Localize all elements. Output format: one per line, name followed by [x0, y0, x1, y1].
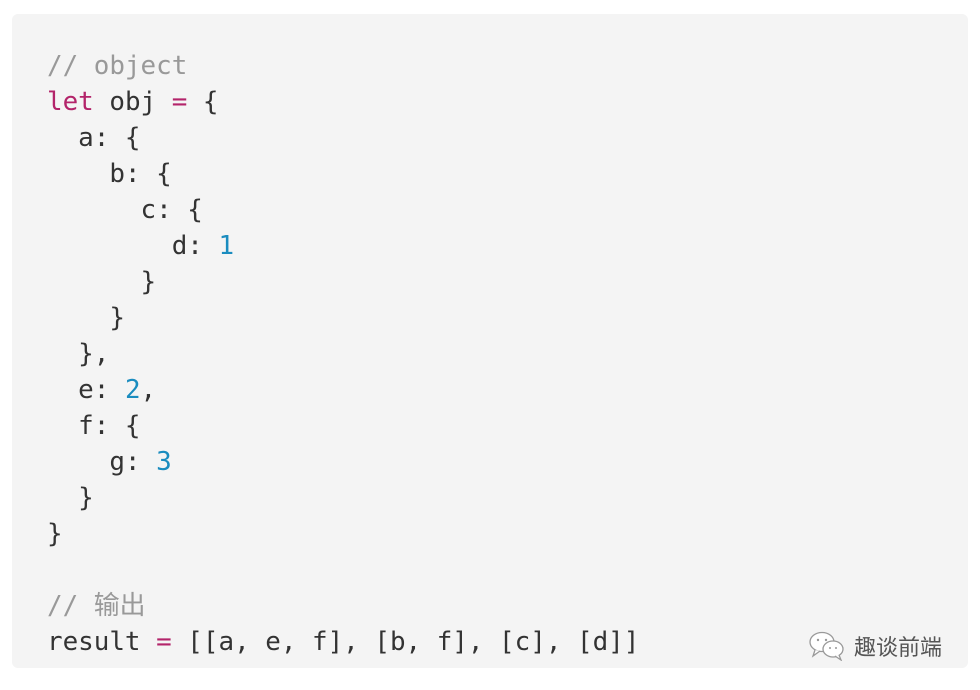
code-line: b: {	[47, 156, 639, 192]
code-token-plain: {	[187, 87, 219, 117]
code-token-number: 3	[156, 447, 172, 477]
code-line: },	[47, 336, 639, 372]
code-line: e: 2,	[47, 372, 639, 408]
code-token-plain: g:	[47, 447, 157, 477]
code-line: let obj = {	[47, 84, 639, 120]
code-token-comment: // object	[47, 51, 188, 81]
code-line: }	[47, 264, 639, 300]
code-token-plain: ,	[140, 375, 157, 405]
code-token-plain: }	[47, 303, 125, 333]
code-line: // object	[47, 48, 639, 84]
code-token-plain: c: {	[47, 195, 203, 225]
code-token-number: 2	[124, 375, 141, 405]
code-line: result = [[a, e, f], [b, f], [c], [d]]	[47, 624, 639, 660]
code-token-comment: // 输出	[47, 591, 146, 621]
code-token-plain: a: {	[47, 123, 141, 153]
code-line: f: {	[47, 408, 639, 444]
code-token-plain: }	[47, 267, 157, 297]
code-token-plain: }	[47, 483, 94, 513]
watermark-text: 趣谈前端	[854, 636, 943, 661]
code-token-keyword: let	[47, 87, 94, 117]
code-token-plain: obj	[93, 87, 172, 117]
code-token-plain: e:	[47, 375, 125, 405]
code-token-operator: =	[156, 627, 172, 657]
code-token-number: 1	[218, 231, 235, 261]
wechat-icon	[808, 631, 848, 662]
watermark: 趣谈前端	[808, 630, 942, 662]
code-token-plain: },	[47, 339, 110, 369]
code-line: // 输出	[47, 588, 639, 624]
code-token-plain: [[a, e, f], [b, f], [c], [d]]	[171, 627, 640, 657]
code-token-plain: f: {	[47, 411, 141, 441]
code-token-plain: result	[47, 627, 157, 657]
code-line: }	[47, 480, 639, 516]
code-token-operator: =	[171, 87, 188, 117]
code-line: g: 3	[47, 444, 639, 480]
code-token-plain: d:	[47, 231, 219, 261]
code-line: }	[47, 516, 639, 552]
code-line: a: {	[47, 120, 639, 156]
code-token-plain: }	[47, 519, 63, 549]
code-line: d: 1	[47, 228, 639, 264]
code-line: c: {	[47, 192, 639, 228]
code-token-plain: b: {	[47, 159, 172, 189]
code-line	[47, 552, 639, 588]
code-line: }	[47, 300, 639, 336]
